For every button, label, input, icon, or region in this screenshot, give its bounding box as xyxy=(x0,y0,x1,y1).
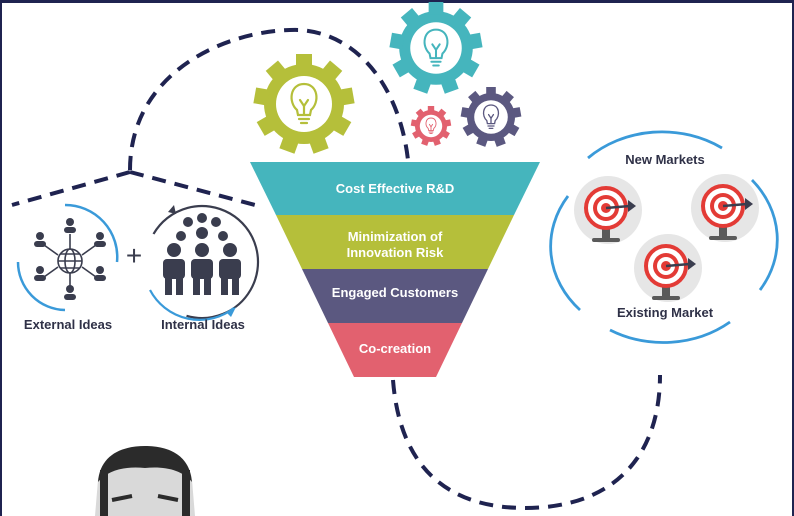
target-new-market-right-icon xyxy=(691,174,759,242)
dashed-line-right xyxy=(129,170,256,207)
funnel-stage-2-label: Minimization of Innovation Risk xyxy=(346,229,444,260)
gear-purple-lightbulb-icon xyxy=(460,87,522,147)
dashed-arc-top xyxy=(128,27,410,171)
funnel-stage-4 xyxy=(328,323,462,377)
gear-large-lightbulb-icon xyxy=(253,54,355,154)
gear-teal-lightbulb-icon xyxy=(389,1,483,94)
target-new-market-left-icon xyxy=(574,176,642,244)
internal-ideas-people-icon xyxy=(144,204,260,321)
existing-market-label: Existing Market xyxy=(616,305,714,320)
markets-ring xyxy=(549,130,779,344)
target-existing-market-icon xyxy=(634,234,702,302)
external-ideas-label: External Ideas xyxy=(23,317,113,332)
external-ideas-network-icon xyxy=(16,203,119,312)
funnel-stage-1-label: Cost Effective R&D xyxy=(335,181,455,196)
gear-red-lightbulb-icon xyxy=(410,106,452,146)
internal-ideas-label: Internal Ideas xyxy=(161,317,245,332)
funnel-stage-1 xyxy=(250,162,540,215)
dashed-arc-bottom xyxy=(391,374,662,511)
dashed-line-left xyxy=(11,170,131,207)
plus-sign: + xyxy=(125,240,143,271)
innovation-funnel xyxy=(250,162,540,377)
person-photo xyxy=(95,446,195,516)
funnel-stage-3 xyxy=(302,269,488,323)
new-markets-label: New Markets xyxy=(625,152,705,167)
funnel-stage-4-label: Co-creation xyxy=(358,341,432,356)
funnel-stage-3-label: Engaged Customers xyxy=(331,285,459,300)
funnel-stage-2 xyxy=(276,215,514,269)
